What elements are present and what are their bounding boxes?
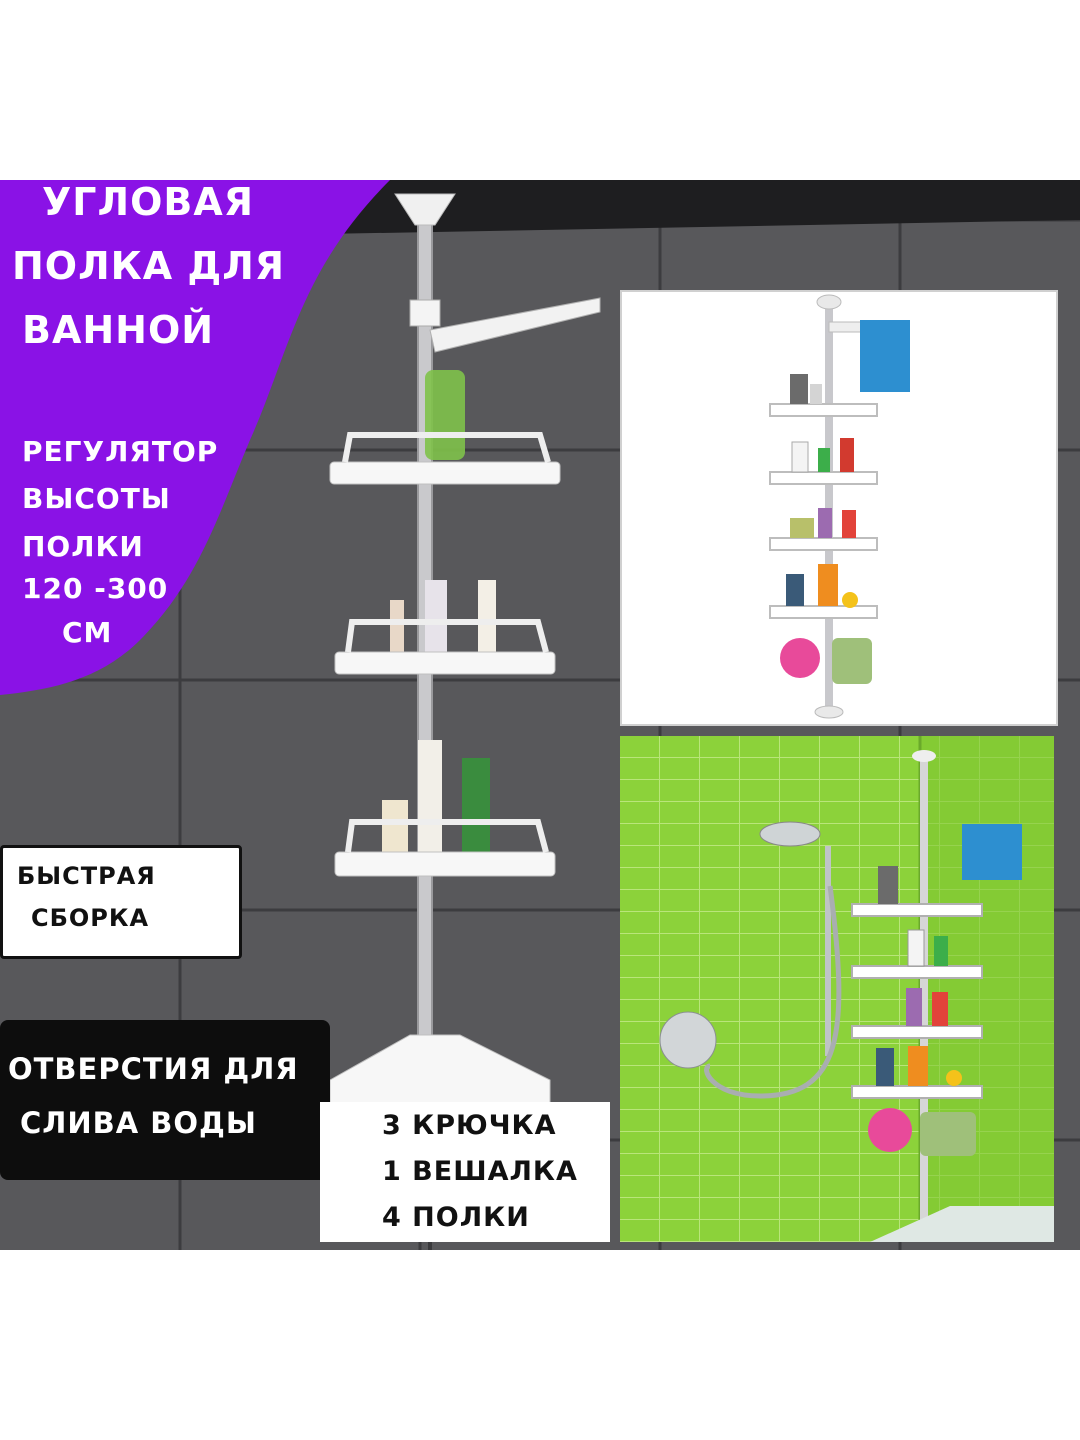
purple-title-panel [0,180,390,695]
quick-assembly-label: БЫСТРАЯ СБОРКА [0,845,242,959]
green-bathroom-inset [620,736,1054,1242]
corner-shelf-photo [329,193,601,1231]
drain-holes-line-2: СЛИВА ВОДЫ [20,1106,257,1140]
shelf-3 [334,740,556,877]
contents-label: 3 КРЮЧКА 1 ВЕШАЛКА 4 ПОЛКИ [320,1102,610,1242]
product-white-inset [620,290,1058,726]
product-white-illustration [769,294,910,719]
height-regulator-line-4: 120 -300 [22,572,169,605]
title-line-3: ВАННОЙ [22,308,215,352]
drain-holes-line-1: ОТВЕРСТИЯ ДЛЯ [8,1052,299,1086]
product-banner: УГЛОВАЯ ПОЛКА ДЛЯ ВАННОЙ РЕГУЛЯТОР ВЫСОТ… [0,180,1080,1250]
shelf-2 [334,580,556,675]
green-bathroom-illustration [620,736,1054,1242]
quick-assembly-line-1: БЫСТРАЯ [17,862,156,890]
height-regulator-line-1: РЕГУЛЯТОР [22,435,219,468]
contents-line-2: 1 ВЕШАЛКА [382,1156,578,1187]
shelf-1 [329,370,561,485]
height-regulator-line-3: ПОЛКИ [22,530,144,563]
towel-blue-green [962,824,1022,880]
height-regulator-line-5: СМ [62,616,113,649]
title-line-2: ПОЛКА ДЛЯ [12,244,286,288]
title-line-1: УГЛОВАЯ [42,180,255,224]
shelf-4 [329,1034,551,1106]
contents-line-3: 4 ПОЛКИ [382,1202,530,1233]
contents-line-1: 3 КРЮЧКА [382,1110,557,1141]
towel-blue [860,320,910,392]
drain-holes-label: ОТВЕРСТИЯ ДЛЯ СЛИВА ВОДЫ [0,1020,330,1180]
height-regulator-line-2: ВЫСОТЫ [22,482,171,515]
quick-assembly-line-2: СБОРКА [31,904,150,932]
